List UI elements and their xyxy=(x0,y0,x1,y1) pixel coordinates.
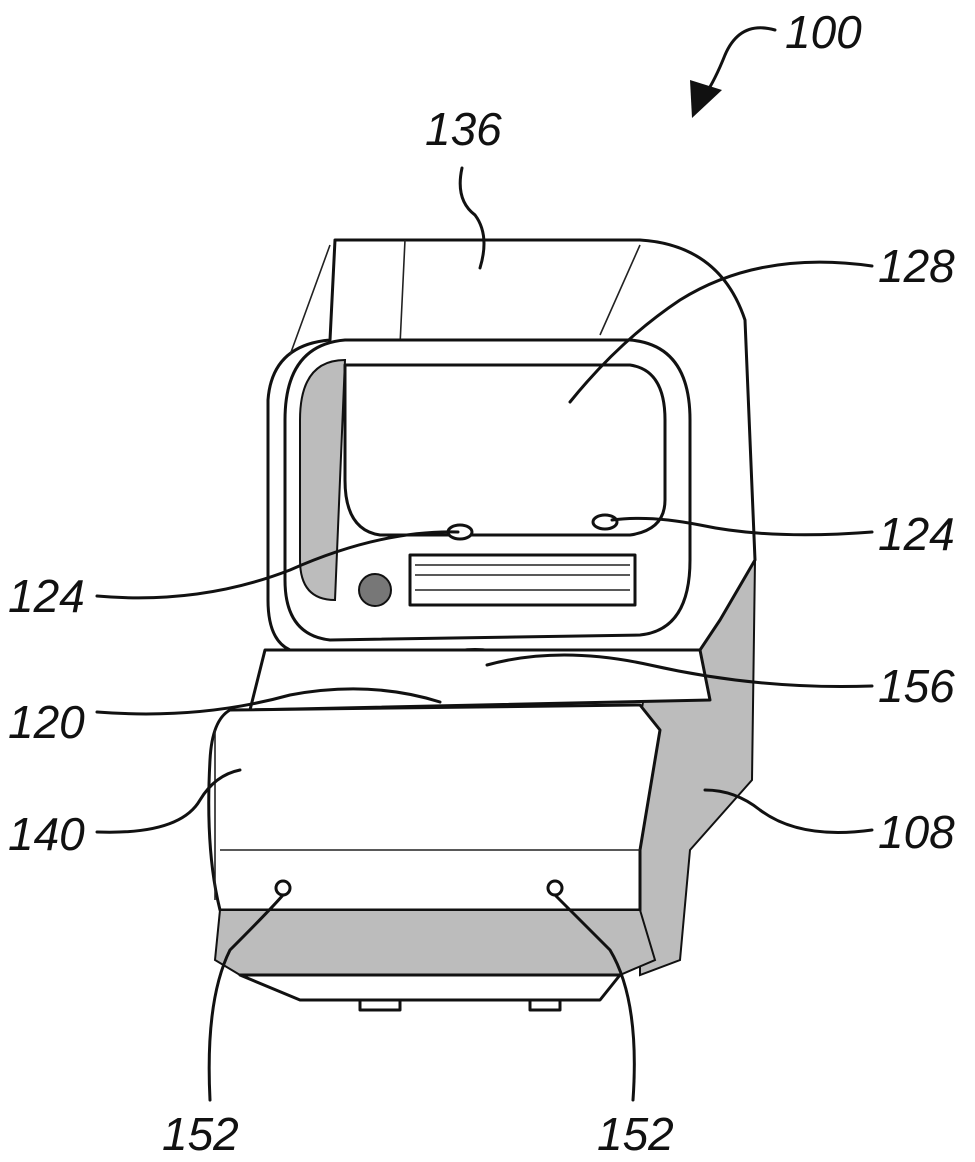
window-bar xyxy=(408,553,637,607)
label-152-left: 152 xyxy=(162,1108,239,1160)
label-120: 120 xyxy=(8,696,85,748)
arrow-icon xyxy=(690,80,722,118)
port-right xyxy=(546,879,564,897)
screw xyxy=(358,573,392,607)
label-108: 108 xyxy=(878,806,955,858)
label-124-right: 124 xyxy=(878,508,955,560)
label-100: 100 xyxy=(785,6,862,58)
front-block xyxy=(207,703,662,912)
label-156: 156 xyxy=(878,660,955,712)
port-left xyxy=(274,879,292,897)
mid-base xyxy=(248,648,712,712)
label-128: 128 xyxy=(878,240,955,292)
label-124-left: 124 xyxy=(8,570,85,622)
bottom-base xyxy=(213,909,657,976)
label-152-right: 152 xyxy=(597,1108,674,1160)
post-right xyxy=(591,513,619,531)
window-128 xyxy=(343,363,667,537)
window-inner-edge xyxy=(299,358,347,602)
label-136: 136 xyxy=(425,103,502,155)
label-140: 140 xyxy=(8,808,85,860)
